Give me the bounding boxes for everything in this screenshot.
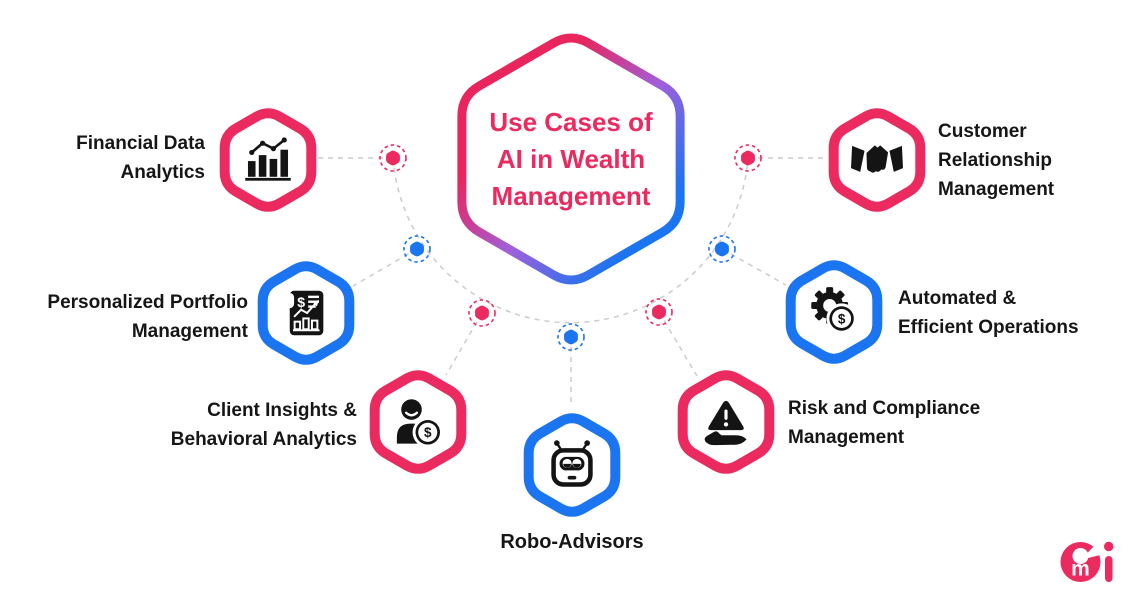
usecase-label-client-insights-behavioral-analytics: Client Insights & Behavioral Analytics (170, 400, 357, 450)
connector-node-pink-1 (379, 144, 407, 172)
usecase-hex-automated-efficient-operations: $ (784, 256, 884, 368)
robot-icon (546, 439, 598, 491)
warning-hand-icon (700, 396, 752, 448)
svg-text:$: $ (297, 294, 305, 310)
cmi-logo: m (1060, 540, 1114, 582)
bar-chart-icon (242, 134, 294, 186)
usecase-label-robo-advisors: Robo-Advisors (500, 531, 644, 553)
portfolio-document-icon: $ (280, 287, 332, 339)
title-line: Management (491, 180, 651, 211)
central-hexagon: Use Cases of AI in Wealth Management (451, 23, 691, 295)
usecase-hex-personalized-portfolio-management: $ (256, 257, 356, 369)
connector-node-pink-2 (468, 299, 496, 327)
connector-node-blue-3 (708, 235, 736, 263)
connector-node-pink-3 (645, 298, 673, 326)
connector-arc (392, 157, 749, 324)
connector-node-blue-1 (403, 235, 431, 263)
svg-text:$: $ (838, 311, 846, 326)
usecase-label-risk-compliance-management: Risk and Compliance Management (788, 398, 981, 448)
title-line: Use Cases of (489, 106, 653, 137)
hexagon-shape (219, 108, 317, 212)
handshake-icon (851, 134, 903, 186)
usecase-label-automated-efficient-operations: Automated & Efficient Operations (898, 288, 1079, 338)
usecase-hex-robo-advisors (522, 409, 622, 521)
person-dollar-icon: $ (392, 396, 444, 448)
usecase-label-customer-relationship-management: Customer Relationship Management (938, 121, 1055, 200)
usecase-hex-risk-compliance-management (676, 366, 776, 478)
gear-dollar-icon: $ (808, 286, 860, 338)
svg-text:m: m (1071, 558, 1090, 581)
connector-node-pink-4 (734, 144, 762, 172)
title-line: AI in Wealth (496, 143, 646, 174)
usecase-hex-customer-relationship-management (827, 104, 927, 216)
connector-node-blue-2 (557, 323, 585, 351)
page-title: Use Cases of AI in Wealth Management (451, 23, 691, 295)
usecase-label-personalized-portfolio-management: Personalized Portfolio Management (47, 292, 248, 342)
usecase-label-financial-data-analytics: Financial Data Analytics (76, 133, 205, 183)
central-hexagon-shape (457, 33, 685, 285)
usecase-hex-client-insights-behavioral-analytics: $ (368, 366, 468, 478)
usecase-hex-financial-data-analytics (218, 104, 318, 216)
svg-text:$: $ (424, 425, 432, 440)
